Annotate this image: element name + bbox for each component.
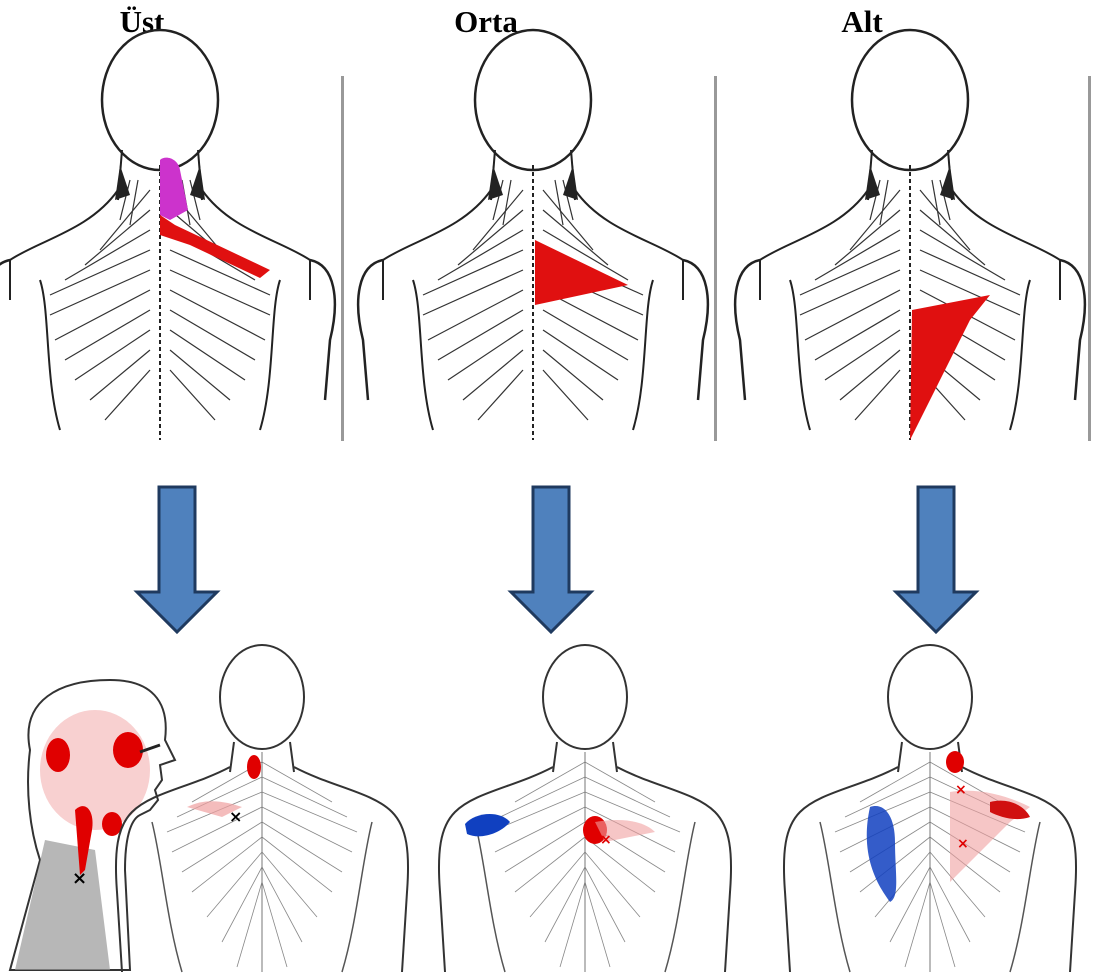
anatomy-middle-trapezius [358,30,708,440]
anatomy-upper-trapezius [0,30,335,440]
referral-pattern-upper-back: × [116,645,408,972]
arrow-down-icon [137,487,217,632]
arrow-down-icon [511,487,591,632]
referral-pattern-upper-side: × [10,680,175,970]
svg-text:×: × [955,782,967,798]
svg-text:×: × [229,807,242,826]
arrow-down-icon [896,487,976,632]
referral-pattern-middle: × [439,645,731,972]
anatomy-lower-trapezius [735,30,1085,440]
muscle-highlight [910,295,990,440]
svg-text:×: × [957,836,969,852]
muscle-highlight [535,240,628,305]
muscle-highlight [160,215,270,278]
svg-text:×: × [72,868,87,889]
svg-text:×: × [600,832,612,848]
referral-pattern-lower: × × [784,645,1076,972]
